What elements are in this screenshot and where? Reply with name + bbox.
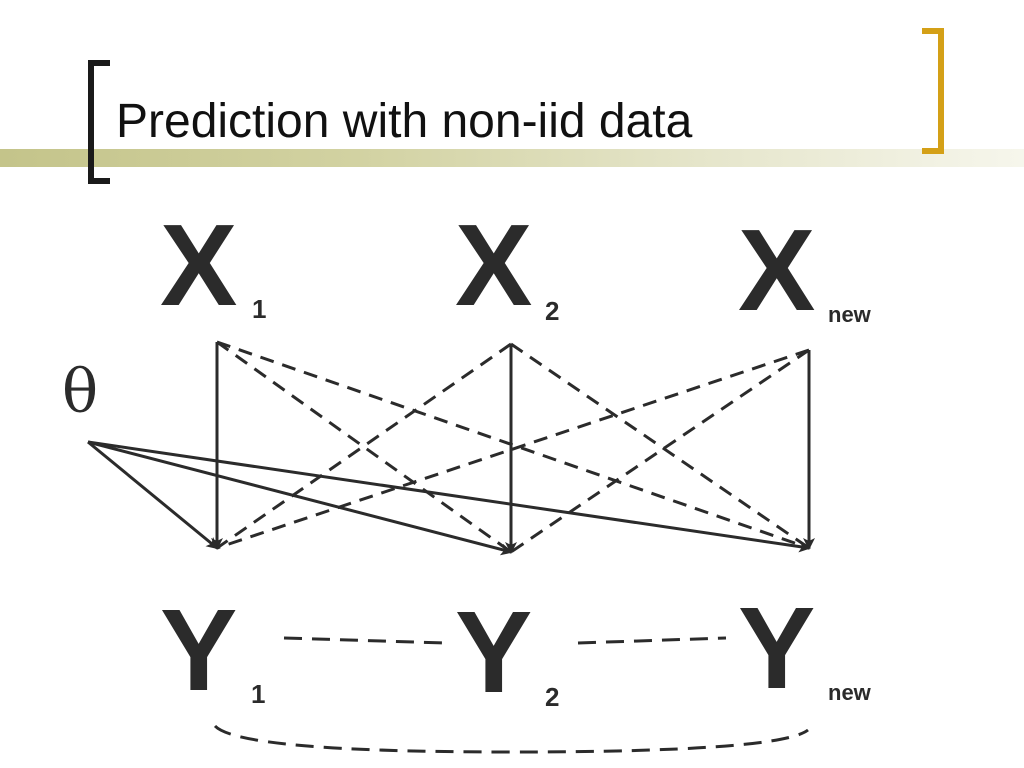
title-underline-bar: [0, 149, 1024, 167]
node-x2-label: X: [455, 200, 532, 330]
node-y2-subscript: 2: [545, 682, 559, 712]
node-x1-label: X: [160, 200, 237, 330]
node-x1-subscript: 1: [252, 294, 266, 324]
page-title: Prediction with non-iid data: [116, 95, 693, 148]
node-ynew-subscript: new: [828, 680, 872, 705]
edge-x2-y1: [216, 342, 512, 550]
edge-y1-y2: [283, 636, 447, 645]
edge-x1-ynew: [216, 340, 810, 550]
node-y1-label: Y: [160, 585, 237, 715]
edge-xnew-y1: [216, 348, 810, 550]
node-y2-label: Y: [455, 587, 532, 717]
node-x2-subscript: 2: [545, 296, 559, 326]
edge-x2-ynew: [510, 342, 810, 550]
node-ynew-label: Y: [738, 583, 815, 713]
edge-y1-ynew: [213, 724, 809, 754]
node-xnew-label: X: [738, 205, 815, 335]
edge-x1-y2: [216, 340, 512, 554]
edge-xnew-y2: [510, 348, 810, 554]
edge-theta-ynew: [87, 440, 811, 553]
left-bracket-decoration: [88, 60, 110, 184]
edge-theta-y2: [87, 440, 513, 556]
node-y1-subscript: 1: [251, 679, 265, 709]
node-theta-label: θ: [62, 357, 98, 427]
right-bracket-decoration: [922, 28, 944, 154]
edge-theta-y1: [87, 440, 219, 550]
node-xnew-subscript: new: [828, 302, 872, 327]
edge-y2-ynew: [577, 636, 727, 645]
